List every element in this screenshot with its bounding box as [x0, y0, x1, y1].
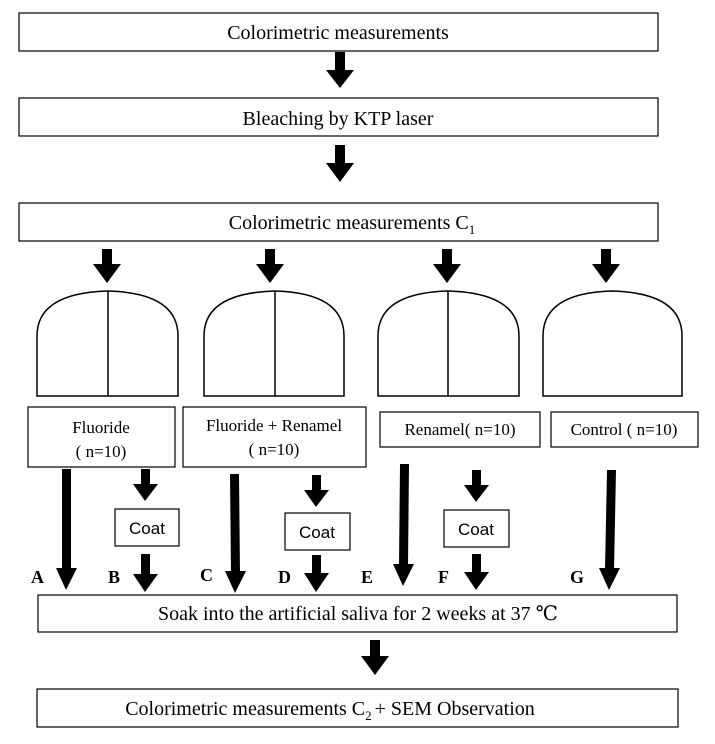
group-fluoride-renamel-box	[182, 406, 367, 468]
arrow-path-c	[225, 474, 246, 593]
step2-box	[18, 97, 659, 137]
arrow-path-a	[56, 469, 77, 590]
final-box	[36, 688, 679, 728]
arrow-path-g	[599, 470, 620, 590]
step3-box	[18, 202, 659, 242]
arrow-path-e	[393, 464, 414, 586]
arrow-path-d	[304, 555, 329, 592]
arrow-path-b	[133, 554, 158, 592]
specimen-renamel	[377, 290, 520, 397]
soak-box	[37, 594, 678, 633]
coat-box-d	[284, 512, 351, 551]
step2-text: Bleaching by KTP laser	[243, 108, 434, 130]
coat-box-b	[114, 508, 180, 547]
arrow-to-coat-b	[133, 469, 158, 501]
path-label-e: E	[361, 567, 373, 587]
group-fluoride-box	[27, 406, 176, 468]
group-renamel-line1: Renamel( n=10)	[404, 420, 515, 439]
arrow-path-f	[464, 554, 489, 590]
group-fluoride-line1: Fluoride	[72, 418, 130, 437]
coat-label-b: Coat	[129, 519, 165, 538]
step1-text: Colorimetric measurements	[227, 22, 449, 44]
coat-label-d: Coat	[299, 523, 335, 542]
group-renamel-box	[379, 411, 541, 448]
step3-text: Colorimetric measurements C1	[229, 212, 475, 237]
arrow-soak-to-final	[361, 640, 389, 675]
path-label-d: D	[278, 567, 291, 587]
coat-label-f: Coat	[458, 520, 494, 539]
arrow-to-coat-d	[304, 475, 329, 507]
group-fluoride-line2: ( n=10)	[76, 442, 127, 461]
path-label-b: B	[108, 567, 120, 587]
coat-box-f	[443, 509, 510, 548]
arrow-step1-to-step2	[326, 52, 354, 88]
arrow-step2-to-step3	[326, 145, 354, 182]
arrows-to-specimens	[93, 249, 620, 283]
arrow-to-coat-f	[464, 470, 489, 502]
specimen-fluoride	[36, 290, 179, 397]
path-label-g: G	[570, 567, 584, 587]
path-label-c: C	[200, 565, 213, 585]
group-fluoride-renamel-line2: ( n=10)	[249, 440, 300, 459]
path-label-a: A	[31, 567, 44, 587]
soak-text: Soak into the artificial saliva for 2 we…	[158, 603, 558, 625]
final-text: Colorimetric measurements C2+ SEM Observ…	[125, 698, 535, 723]
specimen-fluoride-renamel	[203, 290, 345, 397]
step1-box	[18, 12, 659, 52]
group-fluoride-renamel-line1: Fluoride + Renamel	[206, 416, 342, 435]
group-control-box	[550, 411, 699, 448]
path-label-f: F	[438, 567, 449, 587]
group-control-line1: Control ( n=10)	[571, 420, 678, 439]
specimen-control	[542, 290, 683, 397]
